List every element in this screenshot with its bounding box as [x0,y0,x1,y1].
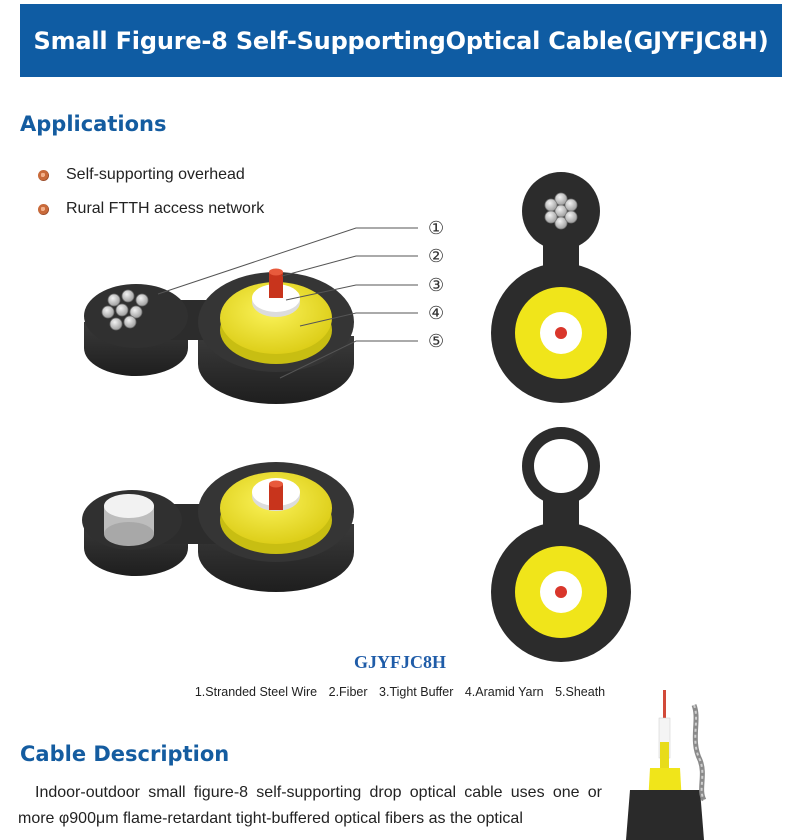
cable-3d-stranded [84,268,354,404]
callout-4: ④ [428,303,445,324]
bullet-icon [38,203,49,215]
legend-item: 4.Aramid Yarn [464,685,544,699]
title-banner: Small Figure-8 Self-SupportingOptical Ca… [20,4,782,77]
legend-item: 3.Tight Buffer [379,685,454,699]
callout-2: ② [428,246,445,267]
application-item-text: Rural FTTH access network [66,200,265,217]
applications-heading: Applications [20,112,167,136]
cable-photo [626,690,707,840]
callout-5: ⑤ [428,331,445,352]
list-item: Self-supporting overhead [38,158,264,192]
legend-item: 1.Stranded Steel Wire [194,685,318,699]
cross-section-stranded [491,172,631,403]
component-legend: 1.Stranded Steel Wire 2.Fiber 3.Tight Bu… [0,685,800,699]
callout-lines [157,227,418,379]
cable-3d-solid [82,462,354,592]
model-caption: GJYFJC8H [354,652,446,672]
bullet-icon [38,169,49,181]
cross-section-solid [491,427,631,662]
page-title: Small Figure-8 Self-SupportingOptical Ca… [33,26,769,55]
cable-description-heading: Cable Description [20,742,230,766]
cable-description-text: Indoor-outdoor small figure-8 self-suppo… [18,784,602,827]
callout-3: ③ [428,275,445,296]
callout-1: ① [428,218,445,239]
applications-list: Self-supporting overhead Rural FTTH acce… [38,158,264,226]
legend-item: 5.Sheath [555,685,606,699]
legend-item: 2.Fiber [328,685,368,699]
list-item: Rural FTTH access network [38,192,264,226]
application-item-text: Self-supporting overhead [66,166,245,183]
